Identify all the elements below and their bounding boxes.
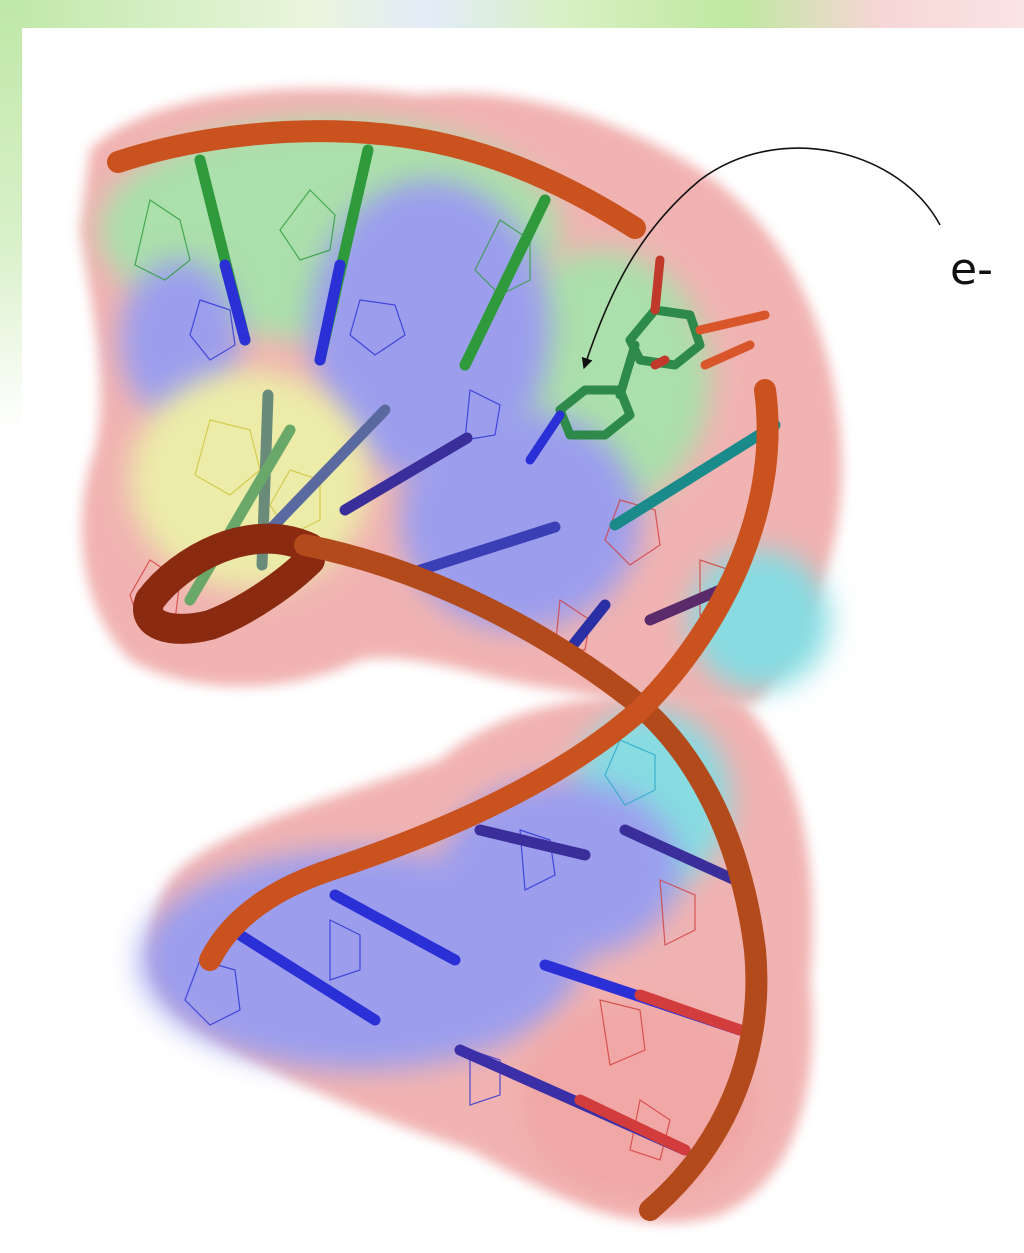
surface-blue-middle: [400, 410, 640, 630]
electron-label: e-: [950, 248, 993, 292]
